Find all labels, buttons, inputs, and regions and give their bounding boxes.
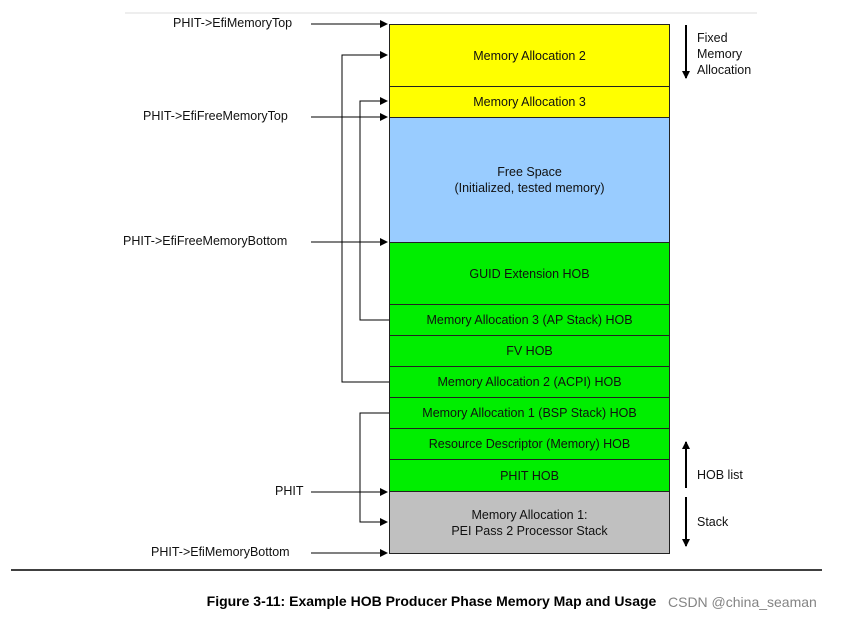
block-label: Memory Allocation 2 (ACPI) HOB <box>437 375 622 389</box>
acpi-hob-link <box>341 51 389 383</box>
block-label: FV HOB <box>506 344 553 358</box>
memory-allocation-3-block: Memory Allocation 3 <box>389 86 670 118</box>
phit-hob-block: PHIT HOB <box>389 459 670 492</box>
free-space-block: Free Space (Initialized, tested memory) <box>389 117 670 243</box>
block-label: Resource Descriptor (Memory) HOB <box>428 437 631 451</box>
memory-top-label: PHIT->EfiMemoryTop <box>173 16 293 30</box>
ap-stack-hob-block: Memory Allocation 3 (AP Stack) HOB <box>389 304 670 336</box>
bsp-stack-hob-link <box>359 412 389 526</box>
fv-hob-block: FV HOB <box>389 335 670 367</box>
block-label: Memory Allocation 3 (AP Stack) HOB <box>426 313 633 327</box>
block-label: Memory Allocation 1 (BSP Stack) HOB <box>422 406 637 420</box>
block-label: Free Space (Initialized, tested memory) <box>454 165 605 195</box>
resource-descriptor-hob-block: Resource Descriptor (Memory) HOB <box>389 428 670 460</box>
acpi-hob-block: Memory Allocation 2 (ACPI) HOB <box>389 366 670 398</box>
block-label: Memory Allocation 1: PEI Pass 2 Processo… <box>451 507 608 538</box>
memory-bottom-label: PHIT->EfiMemoryBottom <box>151 545 290 559</box>
processor-stack-block: Memory Allocation 1: PEI Pass 2 Processo… <box>389 491 670 554</box>
free-memory-top-label: PHIT->EfiFreeMemoryTop <box>143 109 288 123</box>
bsp-stack-hob-block: Memory Allocation 1 (BSP Stack) HOB <box>389 397 670 429</box>
free-memory-bottom-label: PHIT->EfiFreeMemoryBottom <box>123 234 288 248</box>
block-label: Memory Allocation 3 <box>473 95 586 109</box>
block-label: PHIT HOB <box>500 468 559 483</box>
block-label: GUID Extension HOB <box>469 266 590 281</box>
memory-allocation-2-block: Memory Allocation 2 <box>389 24 670 87</box>
fixed-allocation-label: Fixed Memory Allocation <box>697 31 752 77</box>
watermark: CSDN @china_seaman <box>668 594 817 610</box>
figure-caption: Figure 3-11: Example HOB Producer Phase … <box>206 593 657 609</box>
block-label: Memory Allocation 2 <box>473 48 586 63</box>
guid-extension-hob-block: GUID Extension HOB <box>389 242 670 305</box>
phit-label: PHIT <box>275 484 304 498</box>
stack-label: Stack <box>697 515 729 529</box>
hob-list-label: HOB list <box>697 468 743 482</box>
ap-stack-hob-link <box>359 97 389 321</box>
